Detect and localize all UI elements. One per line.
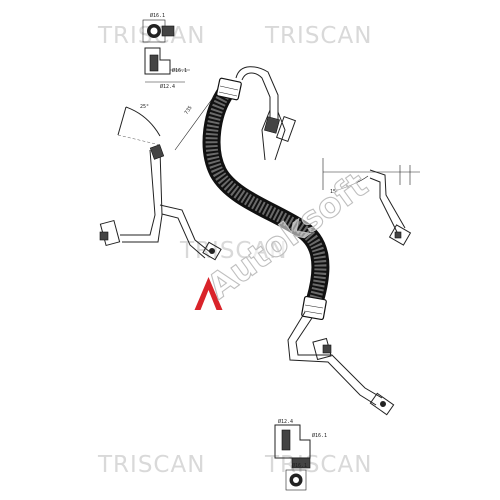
bottom-length-a-label: Ø12.4 <box>278 418 293 425</box>
bottom-length-b-label: Ø16.1 <box>312 432 327 439</box>
top-length-b-label: Ø12.4 <box>160 83 175 90</box>
watermark-top-right: TRISCAN <box>264 23 372 49</box>
left-angle-label: 25° <box>140 104 149 110</box>
top-fitting-detail: Ø16.1 Ø16.1 Ø12.4 <box>142 12 190 90</box>
lower-pipe-assembly <box>287 311 395 416</box>
left-pipe-assembly: 25° <box>99 104 222 261</box>
watermark-bottom-right: TRISCAN <box>264 452 372 478</box>
braided-hose: 735 <box>174 77 330 321</box>
right-angle-label: 15° <box>330 189 339 195</box>
bottom-fitting-detail: Ø12.4 Ø16.1 Ø16.1 <box>274 418 327 491</box>
watermark-bottom-left: TRISCAN <box>97 452 205 478</box>
logo-mark-icon <box>194 276 223 310</box>
upper-hose-fitting <box>235 66 297 161</box>
right-pipe-detail: 15° <box>322 158 420 246</box>
hose-length-label: 735 <box>184 105 194 116</box>
top-width-label: Ø16.1 <box>150 12 165 19</box>
bottom-width-label: Ø16.1 <box>292 462 307 469</box>
top-length-a-label: Ø16.1 <box>172 67 187 74</box>
